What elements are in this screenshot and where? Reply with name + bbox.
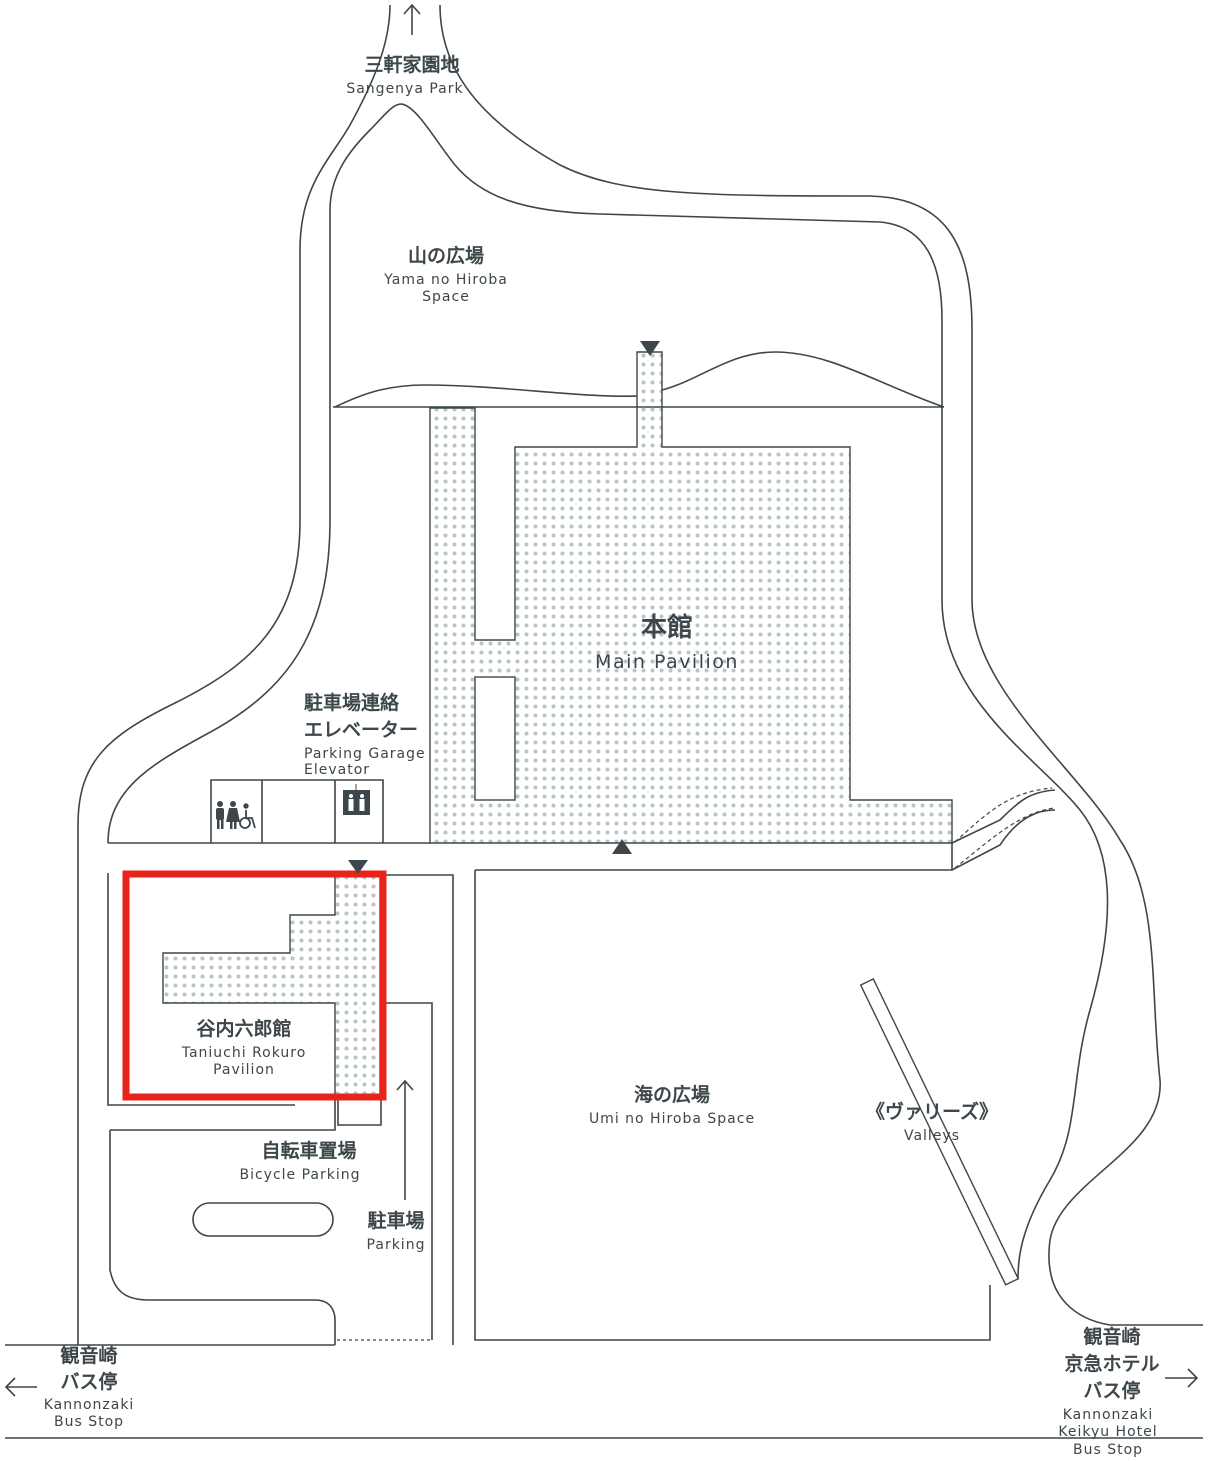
label-elevator-jp2: エレベーター <box>304 719 418 741</box>
highlight-box <box>122 870 387 1101</box>
label-bicycle-jp: 自転車置場 <box>261 1139 356 1162</box>
label-elevator-jp1: 駐車場連絡 <box>304 691 400 714</box>
road-outer-right <box>439 4 1203 1326</box>
label-busstop-right-jp2: 京急ホテル <box>1064 1352 1159 1375</box>
entrance-triangle-icon <box>612 839 632 854</box>
arrow-up-icon <box>396 1079 414 1200</box>
main-pavilion-inner-block <box>474 676 516 801</box>
label-main-en: Main Pavilion <box>595 651 739 673</box>
entrance-triangle-icon <box>640 341 660 356</box>
label-parking-jp: 駐車場 <box>367 1209 424 1232</box>
label-taniuchi-en2: Pavilion <box>213 1062 275 1078</box>
parking-island <box>192 1202 334 1237</box>
label-busstop-right-jp1: 観音崎 <box>1083 1325 1140 1348</box>
road-bottom-line <box>5 1344 1203 1439</box>
umi-plaza <box>474 870 991 1341</box>
label-main-jp: 本館 <box>641 612 693 643</box>
label-yama-en1: Yama no Hiroba <box>383 272 508 288</box>
road-outer-left <box>77 4 391 1345</box>
label-elevator-en2: Elevator <box>304 762 370 778</box>
arrow-right-icon <box>1165 1368 1199 1388</box>
wheelchair-icon <box>239 803 256 829</box>
label-sangenya-en: Sangenya Park <box>346 81 463 97</box>
front-road <box>108 789 1056 871</box>
label-valleys-en: Valleys <box>904 1128 960 1144</box>
label-busstop-right-en1: Kannonzaki <box>1063 1407 1154 1423</box>
label-taniuchi-jp: 谷内六郎館 <box>196 1017 291 1040</box>
arrow-left-icon <box>4 1377 37 1397</box>
valleys-artwork <box>859 978 1020 1286</box>
label-yama-en2: Space <box>422 289 470 305</box>
label-umi-en: Umi no Hiroba Space <box>589 1111 755 1127</box>
label-taniuchi-en1: Taniuchi Rokuro <box>181 1045 307 1061</box>
label-busstop-right-en3: Bus Stop <box>1073 1442 1143 1458</box>
label-busstop-left-jp2: バス停 <box>60 1370 117 1393</box>
service-building <box>210 779 384 843</box>
label-sangenya-jp: 三軒家園地 <box>364 53 459 76</box>
label-umi-jp: 海の広場 <box>634 1083 710 1106</box>
label-bicycle-en: Bicycle Parking <box>239 1167 360 1183</box>
label-parking-en: Parking <box>367 1237 426 1253</box>
label-busstop-right-en2: Keikyu Hotel <box>1058 1424 1157 1440</box>
elevator-icon <box>343 784 370 815</box>
label-yama-jp: 山の広場 <box>408 244 484 267</box>
label-elevator-en1: Parking Garage <box>304 746 426 762</box>
road-inner-left <box>107 103 1109 1279</box>
arrow-up-icon <box>403 3 421 35</box>
restroom-icon <box>216 801 240 829</box>
parking-lines <box>107 873 454 1345</box>
dashed-path <box>954 787 1056 869</box>
label-busstop-left-en2: Bus Stop <box>54 1414 124 1430</box>
main-pavilion <box>429 351 953 844</box>
entrance-triangle-icon <box>348 860 368 874</box>
label-busstop-right-jp3: バス停 <box>1083 1379 1140 1402</box>
label-busstop-left-en1: Kannonzaki <box>44 1397 135 1413</box>
label-busstop-left-jp1: 観音崎 <box>60 1344 117 1367</box>
label-valleys-jp: 《ヴァリーズ》 <box>866 1100 998 1123</box>
